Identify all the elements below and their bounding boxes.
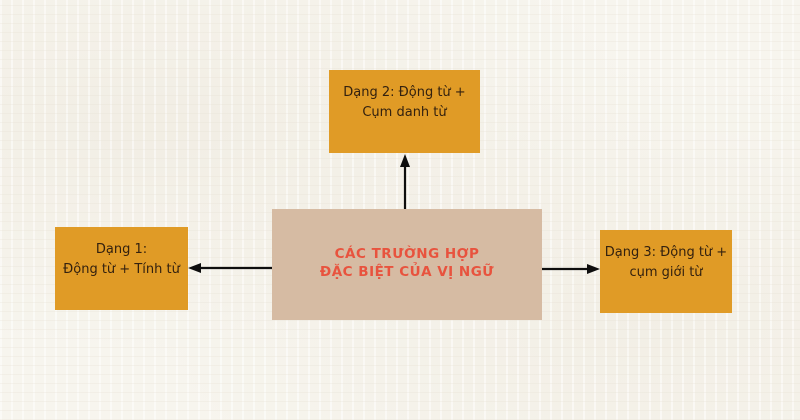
arrow-right-icon	[542, 264, 600, 274]
node-dang-3-line2: cụm giới từ	[629, 265, 703, 280]
node-central-topic: CÁC TRƯỜNG HỢP ĐẶC BIỆT CỦA VỊ NGỮ	[272, 209, 542, 320]
node-dang-1-line2: Động từ + Tính từ	[63, 262, 180, 277]
arrow-left-icon	[188, 263, 272, 273]
arrow-up-icon	[400, 154, 410, 209]
node-dang-2: Dạng 2: Động từ + Cụm danh từ	[329, 70, 480, 153]
node-dang-3: Dạng 3: Động từ + cụm giới từ	[600, 230, 732, 313]
node-dang-2-line2: Cụm danh từ	[362, 105, 447, 120]
node-dang-1: Dạng 1: Động từ + Tính từ	[55, 227, 188, 310]
central-topic-line2: ĐẶC BIỆT CỦA VỊ NGỮ	[319, 263, 495, 280]
node-dang-3-line1: Dạng 3: Động từ +	[604, 245, 728, 260]
central-topic-line1: CÁC TRƯỜNG HỢP	[334, 245, 480, 262]
node-dang-2-line1: Dạng 2: Động từ +	[343, 85, 466, 100]
node-dang-1-line1: Dạng 1:	[95, 242, 148, 257]
